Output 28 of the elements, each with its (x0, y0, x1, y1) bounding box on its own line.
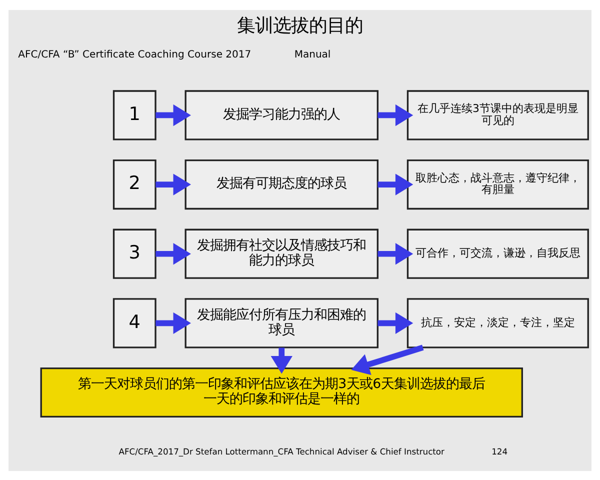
arrow (156, 173, 191, 195)
node-box: 1 (112, 90, 156, 140)
node-box: 取胜心态，战斗意志，遵守纪律，有胆量 (406, 158, 589, 210)
arrow (270, 347, 292, 374)
node-box: 2 (112, 158, 156, 210)
arrow (156, 104, 191, 126)
node-box: 在几乎连续3节课中的表现是明显可见的 (406, 90, 589, 140)
node-box: 发掘学习能力强的人 (184, 90, 378, 140)
arrow (378, 242, 414, 264)
diagram-title: 集训选拔的目的 (237, 14, 363, 36)
node-box: 可合作，可交流，谦逊，自我反思 (406, 228, 589, 278)
label: AFC/CFA “B” Certificate Coaching Course 2017 (18, 49, 252, 60)
arrow (378, 312, 414, 334)
arrow (156, 242, 191, 264)
label: AFC/CFA_2017_Dr Stefan Lottermann_CFA Technical Adviser & Chief Instructor (118, 446, 444, 456)
label: 124 (492, 446, 508, 456)
node-box: 发掘有可期态度的球员 (184, 158, 378, 210)
label: Manual (294, 49, 331, 60)
arrow (156, 312, 191, 334)
node-box: 第一天对球员们的第一印象和评估应该在为期3天或6天集训选拔的最后一天的印象和评估是一样的 (40, 366, 523, 418)
arrow (378, 173, 414, 195)
node-box: 发掘拥有社交以及情感技巧和能力的球员 (184, 228, 378, 278)
arrow (351, 344, 424, 374)
node-box: 4 (112, 298, 156, 348)
arrow (378, 104, 414, 126)
node-box: 发掘能应付所有压力和困难的球员 (184, 298, 378, 348)
node-box: 3 (112, 228, 156, 278)
node-box: 抗压，安定，淡定，专注，坚定 (406, 298, 589, 348)
